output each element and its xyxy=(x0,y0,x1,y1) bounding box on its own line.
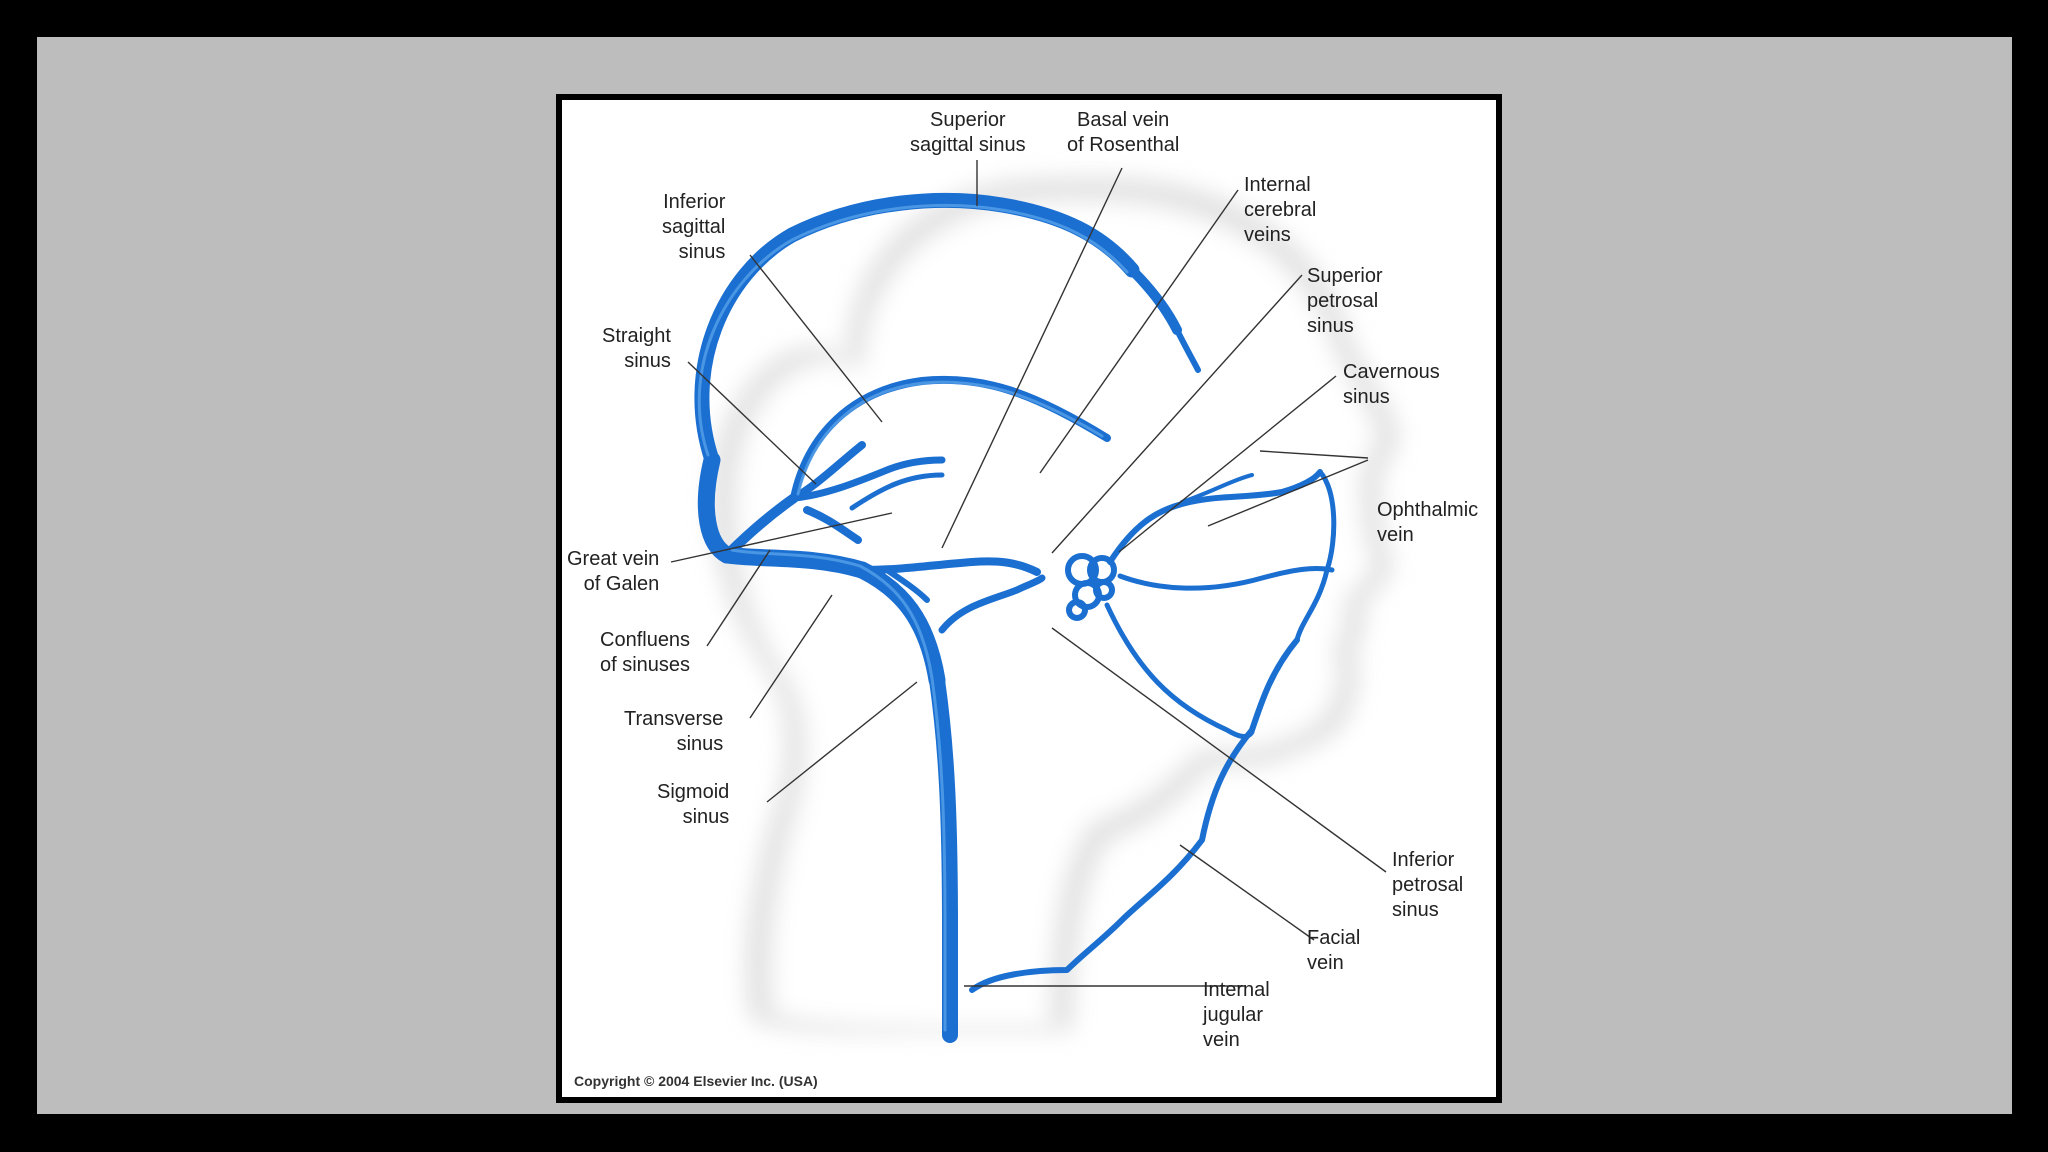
label-straight-sinus: Straight sinus xyxy=(602,325,671,372)
transverse-sinus-vessel xyxy=(718,546,871,579)
facial-vein-vessel xyxy=(969,637,1300,993)
label-basal-vein-of-rosenthal: Basal vein of Rosenthal xyxy=(1067,109,1180,156)
label-facial-vein: Facial vein xyxy=(1307,927,1361,974)
cranial-venous-diagram xyxy=(670,160,1398,1043)
internal-cerebral-veins-vessel xyxy=(790,456,946,502)
label-confluens-of-sinuses: Confluens of sinuses xyxy=(600,629,691,676)
ophthalmic-vein-vessel xyxy=(1107,469,1323,565)
label-sigmoid-sinus: Sigmoid sinus xyxy=(657,781,730,828)
label-inferior-petrosal-sinus: Inferior petrosal sinus xyxy=(1392,849,1464,921)
copyright-notice: Copyright © 2004 Elsevier Inc. (USA) xyxy=(574,1073,818,1089)
vessel-highlights xyxy=(697,203,1129,1032)
label-superior-petrosal-sinus: Superior petrosal sinus xyxy=(1307,265,1383,337)
label-transverse-sinus: Transverse sinus xyxy=(624,708,724,755)
superior-petrosal-sinus-vessel xyxy=(858,557,1041,576)
inferior-petrosal-sinus-vessel xyxy=(938,574,1046,634)
label-great-vein-of-galen: Great vein of Galen xyxy=(567,548,660,595)
label-inferior-sagittal-sinus: Inferior sagittal sinus xyxy=(662,191,726,263)
anatomy-figure: Superior sagittal sinus Basal vein of Ro… xyxy=(556,94,1502,1103)
leader-lines xyxy=(670,160,1387,987)
internal-jugular-vessel xyxy=(929,672,958,1043)
label-cavernous-sinus: Cavernous sinus xyxy=(1343,361,1440,408)
label-internal-jugular-vein: Internal jugular vein xyxy=(1203,979,1270,1051)
label-ophthalmic-vein: Ophthalmic vein xyxy=(1377,499,1479,546)
slide-background: Superior sagittal sinus Basal vein of Ro… xyxy=(37,37,2012,1114)
label-internal-cerebral-veins: Internal cerebral veins xyxy=(1244,174,1317,246)
cavernous-sinus-vessel xyxy=(1065,553,1117,621)
label-superior-sagittal-sinus: Superior sagittal sinus xyxy=(910,109,1026,156)
head-silhouette xyxy=(712,178,1398,1031)
